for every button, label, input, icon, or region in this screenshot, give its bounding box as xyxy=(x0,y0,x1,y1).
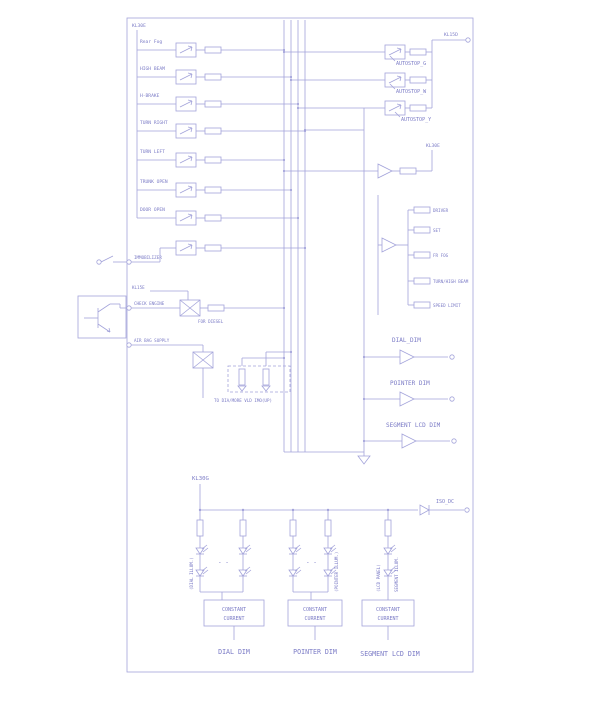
illum-pointer-label: (POINTER ILLUM.) xyxy=(334,552,339,592)
pointer-dim-output: POINTER DIM xyxy=(362,380,455,407)
illum-lcd-label: (LCD PANEL) xyxy=(376,564,381,592)
input-row-high-beam: HIGH BEAM xyxy=(137,66,293,85)
constant-current-box-pointer: CONSTANT CURRENT xyxy=(287,591,343,640)
stack-row-driver: DRIVER xyxy=(408,206,449,214)
border-terminal xyxy=(126,305,132,311)
input-row-label: TURN LEFT xyxy=(140,149,165,155)
iso-diode xyxy=(419,504,430,516)
input-row-turn-right: TURN RIGHT xyxy=(137,120,307,139)
illum-segment-label: SEGMENT ILLUM. xyxy=(394,557,399,592)
dial-dim-terminal xyxy=(449,354,455,360)
constant-current-line1: CONSTANT xyxy=(222,607,246,613)
immobilizer-label: IMMOBILIZER xyxy=(134,255,162,260)
input-row-trunk-open: TRUNK OPEN xyxy=(137,179,293,198)
border-terminal xyxy=(126,342,132,348)
constant-current-box-segment: CONSTANT CURRENT xyxy=(361,599,415,640)
input-row-label: HIGH BEAM xyxy=(140,66,165,72)
kl30e-mid-label: KL30E xyxy=(426,143,440,149)
switch-terminal xyxy=(96,259,102,265)
iso-dc-label: ISO_DC xyxy=(436,499,454,505)
bottom-led-section: KL30G ISO_DC xyxy=(189,476,470,658)
ground-symbol xyxy=(357,455,371,465)
stack-row-label: FR FOG xyxy=(433,253,449,258)
supply-label-kl30e-top: KL30E xyxy=(132,23,146,29)
led-string-pointer-1 xyxy=(288,508,302,592)
led-string-pointer-2 xyxy=(323,508,337,592)
led-string-dial-1 xyxy=(195,508,209,592)
input-row-label: Rear Fog xyxy=(140,39,162,45)
stack-row-fr-fog: FR FOG xyxy=(408,251,449,259)
airbag-label: AIR BAG SUPPLY xyxy=(134,338,170,343)
dim-output-section: DIAL_DIM POINTER DIM SEGMENT LCD DIM xyxy=(362,337,457,449)
stack-row-speed-limit: SPEED LIMIT xyxy=(408,301,461,309)
central-bus xyxy=(283,20,371,465)
continuation-dashes-1: - - xyxy=(218,559,229,566)
kl15d-terminal xyxy=(465,37,471,43)
stack-row-turn-high-beam: TURN/HIGH BEAM xyxy=(408,277,469,285)
input-row-label: TURN RIGHT xyxy=(140,120,168,126)
stack-row-label: TURN/HIGH BEAM xyxy=(433,279,469,284)
led-string-dial-2 xyxy=(238,508,252,592)
autostop-label: AUTOSTOP_G xyxy=(396,61,426,67)
constant-current-box-dial: CONSTANT CURRENT xyxy=(200,591,265,640)
pointer-dim-terminal xyxy=(449,396,455,402)
input-row-door-open: DOOR OPEN xyxy=(137,207,300,226)
check-engine-label: CHECK ENGINE xyxy=(134,301,165,306)
autostop-row-g: AUTOSTOP_G xyxy=(282,44,432,67)
left-input-rows: Rear Fog HIGH BEAM H-BRAKE TURN RIGHT TU… xyxy=(137,39,307,226)
illum-dial-label: (DIAL ILLUM.) xyxy=(189,557,194,590)
autostop-label: AUTOSTOP_W xyxy=(396,89,427,95)
kl15e-label: KL15E xyxy=(132,285,145,290)
out-segment-lcd-dim-label: SEGMENT LCD DIM xyxy=(360,650,420,658)
dial-dim-label: DIAL_DIM xyxy=(392,337,421,344)
dial-dim-output: DIAL_DIM xyxy=(362,337,455,365)
input-row-label: H-BRAKE xyxy=(140,93,160,99)
check-engine-row: KL15E CHECK ENGINE FOR DIESEL xyxy=(126,285,286,324)
stack-row-label: SET xyxy=(433,228,441,233)
autostop-row-y: AUTOSTOP_Y xyxy=(296,100,432,123)
input-row-label: DOOR OPEN xyxy=(140,207,165,213)
segment-lcd-dim-label: SEGMENT LCD DIM xyxy=(386,422,441,429)
stack-row-set: SET xyxy=(408,226,441,234)
border-terminal xyxy=(126,259,132,265)
segment-lcd-dim-output: SEGMENT LCD DIM xyxy=(362,422,457,449)
switch-blade xyxy=(100,255,114,263)
diagnostic-dashed-box: TO DIA/MORE VLD IMO(UP) xyxy=(214,350,293,403)
autostop-section: KL15D AUTOSTOP_G AUTOSTOP_W AUTOSTOP_Y xyxy=(282,32,471,123)
kl15d-label: KL15D xyxy=(444,32,458,38)
driver-stack: KL30E DRIVER SET FR FOG TURN/HIGH BEAM S xyxy=(282,143,469,315)
out-dial-dim-label: DIAL DIM xyxy=(218,648,250,656)
constant-current-line2: CURRENT xyxy=(377,616,398,622)
autostop-row-w: AUTOSTOP_W xyxy=(289,72,432,95)
constant-current-line1: CONSTANT xyxy=(376,607,400,613)
continuation-dashes-2: - - xyxy=(306,559,317,566)
bottom-labels: DIAL DIM POINTER DIM SEGMENT LCD DIM xyxy=(218,648,420,658)
for-diesel-label: FOR DIESEL xyxy=(198,319,224,324)
constant-current-line2: CURRENT xyxy=(223,616,244,622)
stack-row-label: DRIVER xyxy=(433,208,449,213)
pointer-dim-label: POINTER DIM xyxy=(390,380,430,387)
input-row-h-brake: H-BRAKE xyxy=(137,93,300,112)
segment-lcd-dim-terminal xyxy=(451,438,457,444)
constant-current-line1: CONSTANT xyxy=(303,607,327,613)
input-row-label: TRUNK OPEN xyxy=(140,179,168,185)
diag-note: TO DIA/MORE VLD IMO(UP) xyxy=(214,398,272,403)
stack-row-label: SPEED LIMIT xyxy=(433,303,461,308)
iso-dc-terminal xyxy=(464,507,470,513)
external-transistor xyxy=(77,295,127,339)
led-string-segment xyxy=(383,508,397,600)
input-row-turn-left: TURN LEFT xyxy=(137,149,286,168)
kl30g-label: KL30G xyxy=(192,476,209,482)
airbag-row: AIR BAG SUPPLY xyxy=(126,338,214,398)
input-row-rear-fog: Rear Fog xyxy=(137,39,286,58)
immobilizer-row: IMMOBILIZER xyxy=(96,240,307,265)
out-pointer-dim-label: POINTER DIM xyxy=(293,648,337,656)
autostop-label: AUTOSTOP_Y xyxy=(401,117,431,123)
constant-current-line2: CURRENT xyxy=(304,616,325,622)
